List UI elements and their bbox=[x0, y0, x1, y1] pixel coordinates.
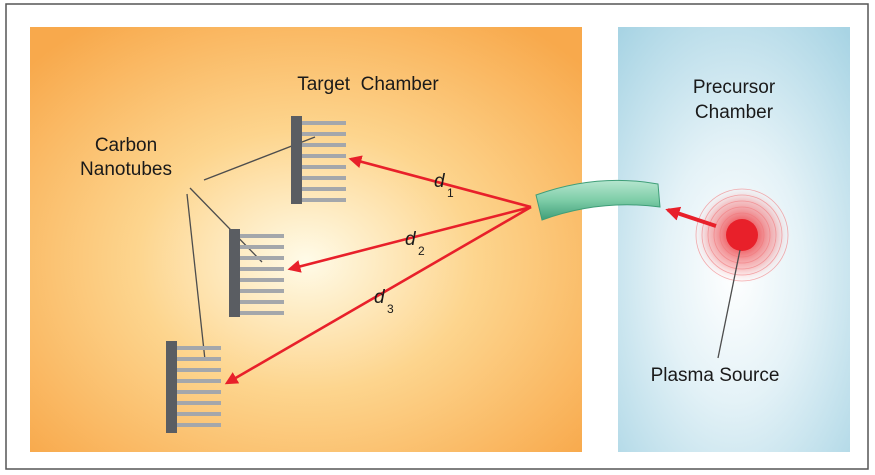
precursor-chamber-title-line2: Chamber bbox=[695, 102, 774, 123]
distance-label-d3: d bbox=[374, 287, 386, 308]
plasma-source-label: Plasma Source bbox=[651, 365, 780, 386]
leader-line-bottom bbox=[186, 193, 206, 361]
distance-sub-d1: 1 bbox=[447, 186, 454, 200]
distance-label-d2: d bbox=[405, 229, 417, 250]
plasma-source bbox=[726, 219, 758, 251]
arrow-d2 bbox=[287, 205, 532, 273]
target-chamber bbox=[30, 27, 582, 452]
distance-sub-d3: 3 bbox=[387, 302, 394, 316]
leader-line-middle bbox=[189, 187, 263, 263]
arrow-d3 bbox=[224, 205, 532, 385]
plasma-rings bbox=[695, 188, 789, 282]
precursor-chamber-title-line1: Precursor bbox=[693, 77, 776, 98]
distance-label-d1: d bbox=[434, 171, 446, 192]
nanotube-array-top bbox=[291, 116, 346, 204]
plasma-arrow bbox=[665, 206, 717, 228]
nanotube-array-bottom bbox=[166, 341, 221, 433]
nanotubes-label-line2: Nanotubes bbox=[80, 159, 172, 180]
nanotubes-label-line1: Carbon bbox=[95, 135, 157, 156]
arrow-d1 bbox=[348, 155, 532, 209]
nanotube-array-middle bbox=[229, 229, 284, 317]
transfer-tube bbox=[535, 179, 661, 221]
target-chamber-title: Target Chamber bbox=[297, 74, 439, 95]
plasma-leader-line bbox=[717, 249, 741, 359]
distance-sub-d2: 2 bbox=[418, 244, 425, 258]
deposition-arrows bbox=[224, 155, 717, 385]
